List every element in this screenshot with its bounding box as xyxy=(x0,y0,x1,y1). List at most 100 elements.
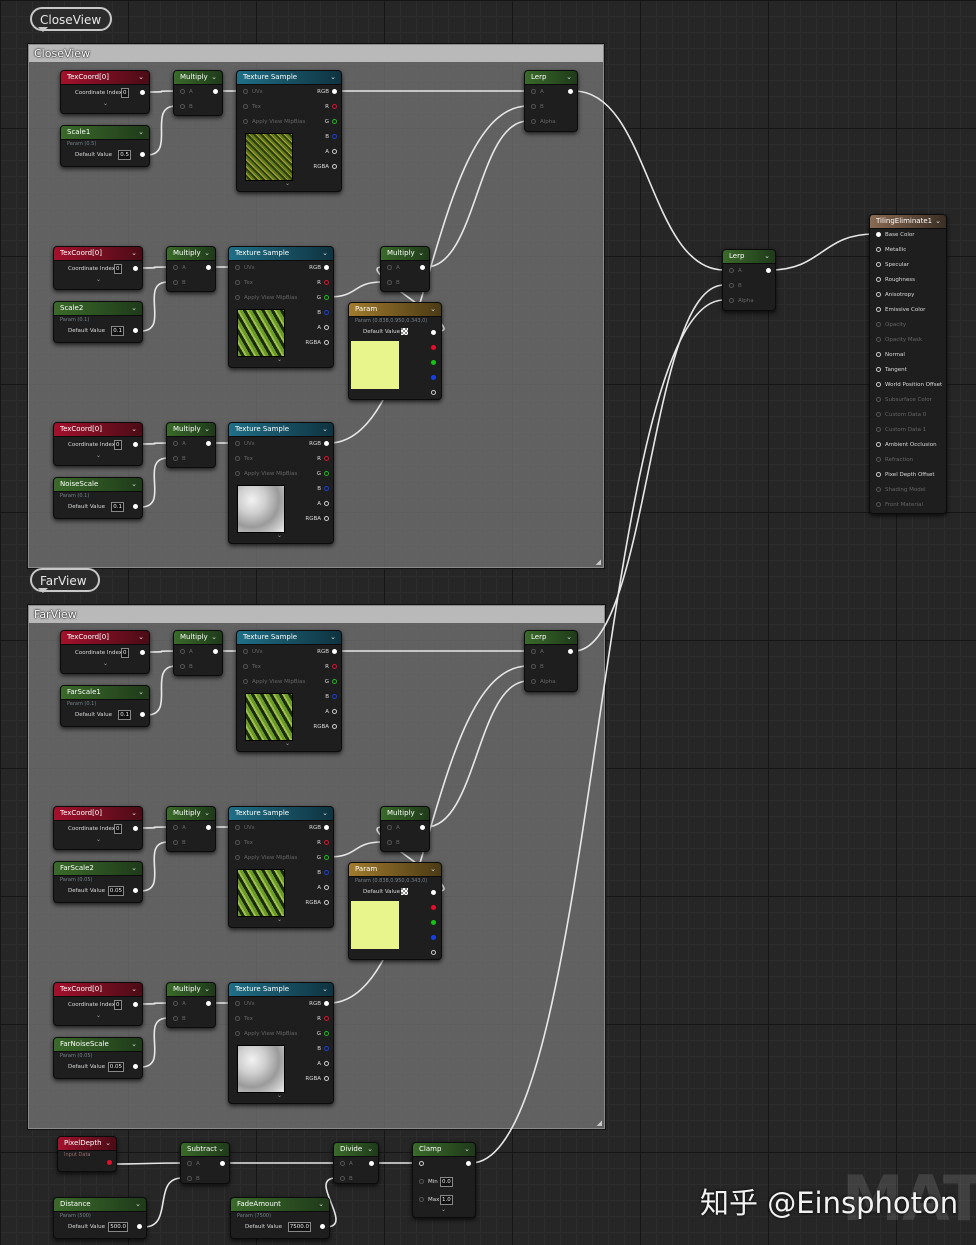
output-pin-icon[interactable] xyxy=(133,1002,138,1007)
output-pin-icon[interactable] xyxy=(568,89,573,94)
input-pin-icon[interactable] xyxy=(235,471,240,476)
noise-scale-param-node-header[interactable]: FarNoiseScale⌄ xyxy=(54,1038,142,1052)
input-pin-icon[interactable] xyxy=(531,89,536,94)
wire[interactable] xyxy=(425,680,529,828)
multiply-node-header[interactable]: Multiply⌄ xyxy=(174,631,222,645)
output-pin-icon[interactable] xyxy=(140,650,145,655)
input-pin-icon[interactable] xyxy=(729,283,734,288)
divide-node-header[interactable]: Divide⌄ xyxy=(334,1143,378,1157)
chevron-down-icon[interactable]: ⌄ xyxy=(131,809,137,817)
output-pin-icon[interactable] xyxy=(137,1224,142,1229)
wire[interactable] xyxy=(146,665,177,716)
wire[interactable] xyxy=(140,457,169,508)
expand-arrow-icon[interactable]: ⌄ xyxy=(277,356,283,363)
input-pin-icon[interactable] xyxy=(531,679,536,684)
input-pin-icon[interactable] xyxy=(340,1176,345,1181)
input-pin-icon[interactable] xyxy=(876,457,881,462)
texcoord-node-header[interactable]: TexCoord[0]⌄ xyxy=(54,423,142,437)
output-pin-icon[interactable] xyxy=(133,266,138,271)
output-pin-icon[interactable] xyxy=(324,1046,329,1051)
input-pin-icon[interactable] xyxy=(235,840,240,845)
wire[interactable] xyxy=(146,90,177,93)
expand-arrow-icon[interactable]: ⌄ xyxy=(96,1012,102,1019)
input-pin-icon[interactable] xyxy=(876,352,881,357)
multiply-node-header[interactable]: Multiply⌄ xyxy=(167,807,215,821)
input-pin-icon[interactable] xyxy=(173,456,178,461)
lerp-node-header[interactable]: Lerp⌄ xyxy=(723,250,775,264)
pixel-depth-node[interactable]: PixelDepth⌄Input Data xyxy=(57,1136,117,1172)
wire[interactable] xyxy=(325,1177,337,1228)
output-pin-icon[interactable] xyxy=(324,441,329,446)
input-pin-icon[interactable] xyxy=(173,1001,178,1006)
input-pin-icon[interactable] xyxy=(173,840,178,845)
scale-param-node-header[interactable]: FarScale2⌄ xyxy=(54,862,142,876)
fade-amount-param-node-header[interactable]: FadeAmount⌄ xyxy=(231,1198,329,1212)
output-pin-icon[interactable] xyxy=(420,265,425,270)
lerp-node-header[interactable]: Lerp⌄ xyxy=(525,71,577,85)
input-pin-icon[interactable] xyxy=(235,265,240,270)
expand-arrow-icon[interactable]: ⌄ xyxy=(103,100,109,107)
input-pin-icon[interactable] xyxy=(531,119,536,124)
expand-arrow-icon[interactable]: ⌄ xyxy=(277,1092,283,1099)
input-pin-icon[interactable] xyxy=(876,397,881,402)
chevron-down-icon[interactable]: ⌄ xyxy=(211,73,217,81)
chevron-down-icon[interactable]: ⌄ xyxy=(138,688,144,696)
input-pin-icon[interactable] xyxy=(876,442,881,447)
chevron-down-icon[interactable]: ⌄ xyxy=(322,425,328,433)
checker-swatch-icon[interactable] xyxy=(401,888,408,895)
output-pin-icon[interactable] xyxy=(324,1031,329,1036)
output-pin-icon[interactable] xyxy=(431,345,436,350)
output-pin-icon[interactable] xyxy=(332,679,337,684)
far-comment-bubble[interactable]: FarView xyxy=(30,568,100,593)
output-pin-icon[interactable] xyxy=(133,504,138,509)
chevron-down-icon[interactable]: ⌄ xyxy=(131,480,137,488)
expand-arrow-icon[interactable]: ⌄ xyxy=(96,276,102,283)
input-pin-icon[interactable] xyxy=(876,277,881,282)
output-pin-icon[interactable] xyxy=(324,1076,329,1081)
texcoord-node-header[interactable]: TexCoord[0]⌄ xyxy=(54,247,142,261)
input-pin-icon[interactable] xyxy=(531,104,536,109)
texture-sample-node-header[interactable]: Texture Sample⌄ xyxy=(229,423,333,437)
output-pin-icon[interactable] xyxy=(324,870,329,875)
chevron-down-icon[interactable]: ⌄ xyxy=(138,73,144,81)
chevron-down-icon[interactable]: ⌄ xyxy=(105,1139,111,1147)
scale-param-node-header[interactable]: Scale1⌄ xyxy=(61,126,149,140)
coordinate-index-field[interactable]: 0 xyxy=(114,1000,122,1010)
input-pin-icon[interactable] xyxy=(876,427,881,432)
coordinate-index-field[interactable]: 0 xyxy=(114,264,122,274)
output-pin-icon[interactable] xyxy=(324,825,329,830)
wire[interactable] xyxy=(140,826,169,829)
output-pin-icon[interactable] xyxy=(431,890,436,895)
input-pin-icon[interactable] xyxy=(187,1176,192,1181)
input-pin-icon[interactable] xyxy=(173,280,178,285)
wire[interactable] xyxy=(470,299,725,1164)
output-pin-icon[interactable] xyxy=(140,712,145,717)
output-pin-icon[interactable] xyxy=(431,950,436,955)
chevron-down-icon[interactable]: ⌄ xyxy=(418,249,424,257)
output-pin-icon[interactable] xyxy=(206,825,211,830)
output-pin-icon[interactable] xyxy=(324,516,329,521)
output-pin-icon[interactable] xyxy=(431,375,436,380)
output-pin-icon[interactable] xyxy=(332,89,337,94)
input-pin-icon[interactable] xyxy=(387,825,392,830)
output-pin-icon[interactable] xyxy=(324,855,329,860)
input-pin-icon[interactable] xyxy=(729,298,734,303)
vector-param-node[interactable]: Param⌄Param (0.838,0.950,0.343,0)Default… xyxy=(348,862,442,960)
input-pin-icon[interactable] xyxy=(180,649,185,654)
output-pin-icon[interactable] xyxy=(213,89,218,94)
output-pin-icon[interactable] xyxy=(206,441,211,446)
vector-param-node-header[interactable]: Param⌄ xyxy=(349,303,441,317)
chevron-down-icon[interactable]: ⌄ xyxy=(566,73,572,81)
input-pin-icon[interactable] xyxy=(531,664,536,669)
input-pin-icon[interactable] xyxy=(876,232,881,237)
noise-scale-param-node-header[interactable]: NoiseScale⌄ xyxy=(54,478,142,492)
output-pin-icon[interactable] xyxy=(332,104,337,109)
output-pin-icon[interactable] xyxy=(332,149,337,154)
